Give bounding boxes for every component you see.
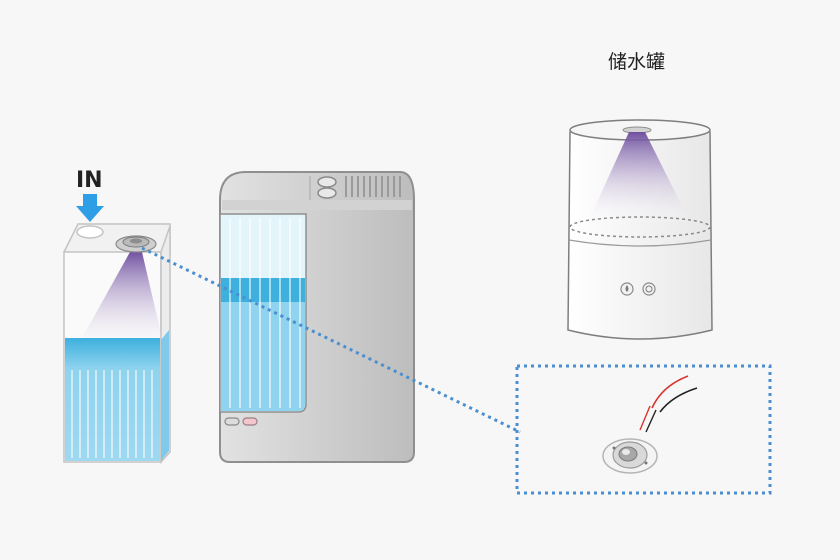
top-button-2 bbox=[317, 187, 337, 199]
inlet-label: IN bbox=[76, 168, 103, 193]
water-drop-icon bbox=[620, 282, 634, 296]
mist-plume bbox=[82, 252, 162, 338]
storage-tank bbox=[567, 119, 713, 340]
atomizer-disc bbox=[115, 235, 157, 253]
top-button-1 bbox=[317, 176, 337, 188]
detail-box bbox=[515, 364, 772, 495]
atomizer-component bbox=[602, 375, 698, 474]
wire-red bbox=[651, 375, 689, 409]
power-button-icon bbox=[642, 282, 656, 296]
wire-black bbox=[659, 387, 698, 413]
storage-tank-label: 储水罐 bbox=[608, 51, 666, 73]
tank-mist bbox=[588, 132, 690, 222]
indicator-light-1 bbox=[224, 417, 240, 426]
connector-line bbox=[141, 246, 521, 434]
humidifier-unit bbox=[219, 171, 415, 463]
water-container bbox=[62, 223, 171, 464]
down-arrow-icon bbox=[76, 194, 104, 222]
indicator-light-2 bbox=[242, 417, 258, 426]
inlet-cap bbox=[76, 225, 104, 239]
vent-grille bbox=[345, 176, 401, 197]
unit-water bbox=[221, 278, 305, 411]
